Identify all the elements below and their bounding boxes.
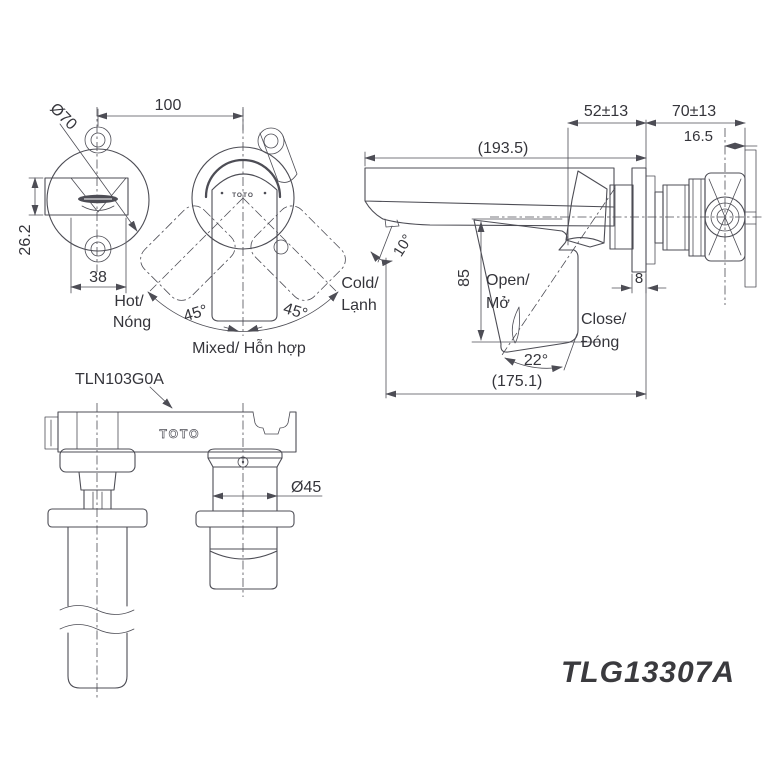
dim-escutcheon-diameter: Ø70 bbox=[46, 100, 79, 133]
dim-reach: (175.1) bbox=[492, 373, 543, 390]
part-number-label: TLN103G0A bbox=[75, 371, 164, 388]
dim-connector-diameter: Ø45 bbox=[291, 479, 321, 496]
spout-outlet bbox=[384, 218, 400, 228]
connector-cylinder bbox=[212, 466, 278, 512]
dim-hole-spacing: 100 bbox=[155, 97, 182, 114]
handle-lever-front bbox=[211, 173, 278, 322]
open-label-line2: Mở bbox=[486, 295, 510, 312]
dim-overall-length: (193.5) bbox=[478, 140, 529, 157]
dim-bracket-offset: 16.5 bbox=[684, 128, 713, 145]
dim-plate-thickness: 8 bbox=[635, 270, 643, 287]
bottom-view: TLN103G0A TOTO Ø45 bbox=[44, 371, 323, 700]
angle-spout-tilt: 10° bbox=[390, 231, 416, 259]
toto-logo-bar: TOTO bbox=[160, 427, 201, 441]
wall-escutcheon-plate bbox=[631, 167, 647, 273]
dim-handle-front: 52±13 bbox=[584, 103, 628, 120]
dim-spout-height: 26.2 bbox=[17, 224, 34, 255]
angle-45-right: 45° bbox=[281, 300, 309, 323]
close-label-line1: Close/ bbox=[581, 311, 627, 328]
supply-pipe bbox=[67, 526, 128, 607]
handle-knob-side bbox=[565, 170, 608, 248]
toto-logo-handle: TOTO bbox=[232, 192, 254, 199]
mounting-bracket bbox=[744, 149, 757, 288]
dim-wall-depth: 70±13 bbox=[672, 103, 716, 120]
valve-shoulder bbox=[59, 448, 136, 473]
angle-handle-swing: 22° bbox=[524, 352, 548, 369]
model-number: TLG13307A bbox=[561, 656, 735, 689]
hot-label-line1: Hot/ bbox=[114, 293, 144, 310]
connector-cap bbox=[207, 448, 283, 468]
angle-45-left: 45° bbox=[182, 302, 210, 325]
spout-profile bbox=[364, 167, 615, 227]
hot-label-line2: Nóng bbox=[113, 314, 151, 331]
right-flange bbox=[195, 510, 295, 528]
side-view: (193.5) 52±13 70±13 16.5 10° 85 Open/ Mở… bbox=[364, 103, 762, 400]
spout-escutcheon-circle bbox=[46, 148, 150, 252]
dim-handle-height: 85 bbox=[456, 269, 473, 287]
cold-label-line2: Lạnh bbox=[341, 297, 377, 314]
front-view: TOTO 100 Ø70 26.2 38 Hot/ Nó bbox=[17, 97, 379, 357]
mounting-bar bbox=[57, 411, 297, 453]
open-label-line1: Open/ bbox=[486, 272, 530, 289]
left-flange bbox=[47, 508, 148, 528]
mixed-label: Mixed/ Hỗn hợp bbox=[192, 338, 306, 357]
connector-lower bbox=[209, 526, 278, 590]
dim-spout-width: 38 bbox=[89, 269, 107, 286]
close-label-line2: Đóng bbox=[581, 334, 619, 351]
spout-front-outline bbox=[44, 177, 129, 216]
cold-label-line1: Cold/ bbox=[341, 275, 379, 292]
